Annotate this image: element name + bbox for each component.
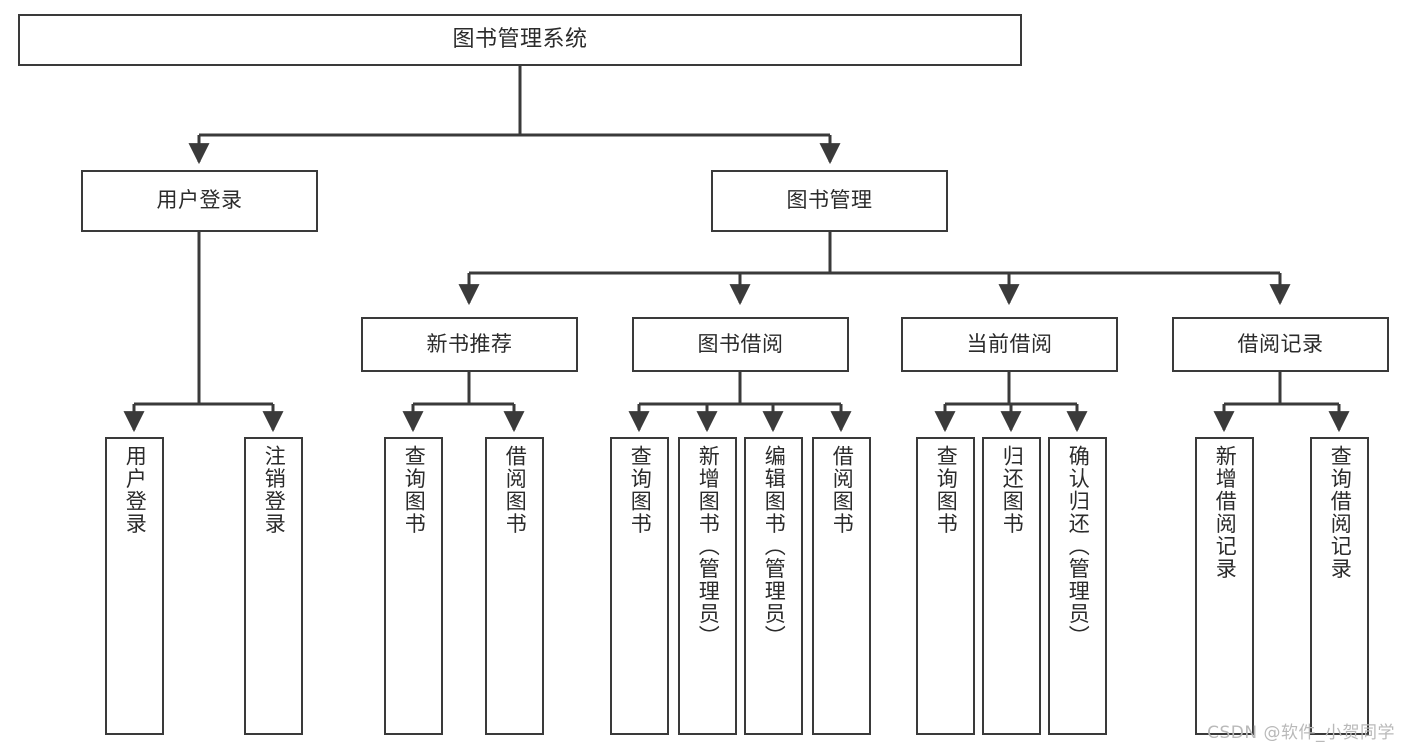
node-label: 归还图书	[1000, 445, 1025, 535]
node-borrow-record[interactable]: 借阅记录	[1172, 317, 1389, 372]
leaf-book-borrow-add-book-admin[interactable]: 新增图书（管理员）	[678, 437, 737, 735]
leaf-current-borrow-return-book[interactable]: 归还图书	[982, 437, 1041, 735]
node-label: 借阅图书	[830, 445, 855, 535]
leaf-user-login-login[interactable]: 用户登录	[105, 437, 164, 735]
node-label: 图书管理	[786, 188, 873, 213]
node-book-borrow[interactable]: 图书借阅	[632, 317, 849, 372]
node-book-management[interactable]: 图书管理	[711, 170, 948, 232]
node-label: 查询借阅记录	[1328, 445, 1353, 580]
node-label: 新书推荐	[426, 331, 513, 356]
node-label: 图书管理系统	[452, 26, 588, 52]
leaf-new-book-borrow-book[interactable]: 借阅图书	[485, 437, 544, 735]
node-label: 当前借阅	[966, 331, 1053, 356]
leaf-book-borrow-edit-book-admin[interactable]: 编辑图书（管理员）	[744, 437, 803, 735]
node-label: 借阅记录	[1237, 331, 1324, 356]
node-label: 查询图书	[934, 445, 959, 535]
node-label: 用户登录	[156, 188, 243, 213]
node-label: 注销登录	[262, 445, 287, 535]
node-label: 确认归还（管理员）	[1066, 445, 1091, 648]
leaf-new-book-query-book[interactable]: 查询图书	[384, 437, 443, 735]
node-new-book-recommend[interactable]: 新书推荐	[361, 317, 578, 372]
leaf-book-borrow-borrow-book[interactable]: 借阅图书	[812, 437, 871, 735]
node-current-borrow[interactable]: 当前借阅	[901, 317, 1118, 372]
leaf-book-borrow-query-book[interactable]: 查询图书	[610, 437, 669, 735]
node-user-login[interactable]: 用户登录	[81, 170, 318, 232]
node-label: 新增图书（管理员）	[696, 445, 721, 648]
node-label: 查询图书	[628, 445, 653, 535]
leaf-current-borrow-query-book[interactable]: 查询图书	[916, 437, 975, 735]
leaf-borrow-record-query-record[interactable]: 查询借阅记录	[1310, 437, 1369, 735]
node-label: 查询图书	[402, 445, 427, 535]
node-label: 新增借阅记录	[1213, 445, 1238, 580]
node-label: 图书借阅	[697, 331, 784, 356]
leaf-borrow-record-add-record[interactable]: 新增借阅记录	[1195, 437, 1254, 735]
node-label: 借阅图书	[503, 445, 528, 535]
leaf-user-login-logout[interactable]: 注销登录	[244, 437, 303, 735]
node-label: 用户登录	[123, 445, 148, 535]
node-root-book-management-system[interactable]: 图书管理系统	[18, 14, 1022, 66]
node-label: 编辑图书（管理员）	[762, 445, 787, 648]
leaf-current-borrow-confirm-return-admin[interactable]: 确认归还（管理员）	[1048, 437, 1107, 735]
